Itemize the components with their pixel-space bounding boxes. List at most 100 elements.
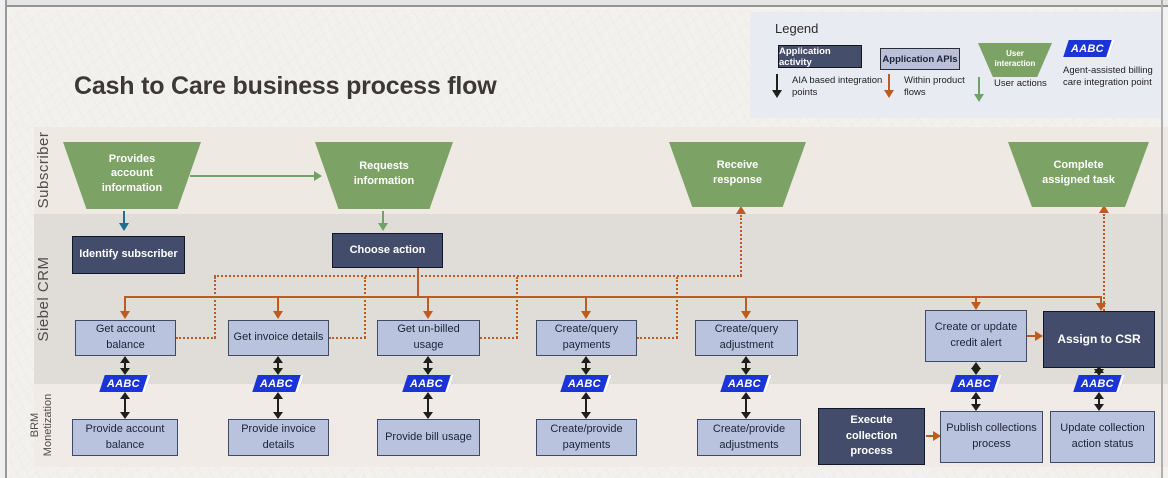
connector-drop-get-account-balance <box>124 298 126 312</box>
aia-double-arrow-d3 <box>423 392 433 419</box>
lane-label-subscriber: Subscriber <box>35 131 52 209</box>
box-create-query-adjustment: Create/query adjustment <box>695 320 798 356</box>
product-flow-arrow-icon <box>888 74 890 91</box>
box-create-provide-adjustments: Create/provide adjustments <box>697 419 801 456</box>
connector-drop-head-4 <box>581 311 591 319</box>
legend-user-interaction-shape: User interaction <box>978 43 1052 77</box>
connector-requests-to-choose-head <box>378 223 388 231</box>
connector-provides-to-requests-head <box>314 171 322 181</box>
window-left-edge <box>0 0 7 478</box>
legend-aia-label: AIA based integration points <box>792 75 883 98</box>
dotted-stub-account-balance <box>176 337 216 339</box>
connector-drop-head-3 <box>423 311 433 319</box>
aabc-badge-2: AABC <box>252 375 304 392</box>
aabc-badge-6: AABC <box>950 375 1002 392</box>
dotted-drop-4 <box>676 277 678 338</box>
connector-drop-create-query-payments <box>585 298 587 312</box>
aabc-badge-7: AABC <box>1073 375 1125 392</box>
aia-double-arrow-d1 <box>120 392 130 419</box>
box-assign-to-csr: Assign to CSR <box>1043 311 1155 368</box>
shape-provides-account-information: Provides account information <box>63 142 201 209</box>
legend-panel: Legend Application activity AIA based in… <box>750 12 1162 118</box>
shape-requests-information: Requests information <box>315 142 453 209</box>
shape-complete-assigned-task: Complete assigned task <box>1008 142 1149 207</box>
box-identify-subscriber: Identify subscriber <box>72 236 185 274</box>
connector-choose-action-drop <box>417 268 419 298</box>
aabc-badge-3-text: AABC <box>410 377 443 390</box>
dotted-return-complete-task <box>1103 214 1105 311</box>
connector-drop-get-invoice-details <box>277 298 279 312</box>
connector-provides-to-requests <box>190 175 314 177</box>
legend-aabc-badge: AABC <box>1063 40 1115 57</box>
aabc-badge-1: AABC <box>99 375 151 392</box>
aabc-badge-4-text: AABC <box>568 377 601 390</box>
connector-main-horizontal <box>124 296 1102 298</box>
aia-double-arrow-u3 <box>423 356 433 375</box>
legend-aabc-caption: Agent-assisted billing care integration … <box>1063 65 1153 88</box>
aabc-badge-5-text: AABC <box>728 377 761 390</box>
connector-execute-to-publish-head <box>933 431 941 441</box>
aia-double-arrow-u6 <box>971 362 981 375</box>
aabc-badge-7-text: AABC <box>1081 377 1114 390</box>
connector-execute-to-publish <box>926 435 934 437</box>
dotted-drop-2 <box>364 277 366 338</box>
user-action-arrow-icon <box>978 77 980 95</box>
aia-double-arrow-d4 <box>581 392 591 419</box>
connector-drop-head-1 <box>120 311 130 319</box>
box-provide-account-balance: Provide account balance <box>72 419 178 456</box>
lane-subscriber <box>34 127 1168 214</box>
legend-application-activity-box: Application activity <box>778 45 862 68</box>
connector-provides-to-identify-head <box>119 223 129 231</box>
connector-drop-head-7 <box>1096 303 1106 311</box>
connector-drop-head-6 <box>971 302 981 310</box>
dotted-stub-query-payments <box>637 337 678 339</box>
window-right-edge <box>1161 0 1163 478</box>
aia-double-arrow-u1 <box>120 356 130 375</box>
aabc-badge-2-text: AABC <box>260 377 293 390</box>
connector-drop-assign-csr <box>1100 298 1102 304</box>
dotted-stub-unbilled-usage <box>480 337 518 339</box>
aabc-badge-4: AABC <box>560 375 612 392</box>
box-create-query-payments: Create/query payments <box>536 320 637 356</box>
legend-product-flow-label: Within product flows <box>904 75 965 98</box>
legend-heading: Legend <box>775 21 819 36</box>
dotted-stub-invoice-details <box>329 337 366 339</box>
aia-double-arrow-u7 <box>1094 366 1104 376</box>
lane-label-siebel-crm: Siebel CRM <box>35 256 52 342</box>
page-title: Cash to Care business process flow <box>74 72 497 100</box>
aia-double-arrow-u5 <box>741 356 751 375</box>
box-create-provide-payments: Create/provide payments <box>536 419 637 456</box>
lane-label-brm-monetization: BRM Monetization <box>29 393 55 457</box>
aia-double-arrow-d7 <box>1094 392 1104 411</box>
aia-double-arrow-d5 <box>741 392 751 419</box>
box-update-collection-action-status: Update collection action status <box>1050 411 1155 463</box>
aia-arrowhead-icon <box>772 90 782 98</box>
dotted-drop-1 <box>214 277 216 338</box>
product-flow-arrowhead-icon <box>884 90 894 98</box>
aia-arrow-icon <box>776 74 778 91</box>
shape-receive-response: Receive response <box>669 142 806 207</box>
connector-drop-head-5 <box>741 311 751 319</box>
connector-requests-to-choose <box>382 211 384 224</box>
box-execute-collection-process: Execute collection process <box>818 408 925 465</box>
aabc-badge-1-text: AABC <box>107 377 140 390</box>
aabc-badge-3: AABC <box>402 375 454 392</box>
box-get-account-balance: Get account balance <box>75 320 176 356</box>
dotted-return-horizontal <box>214 275 742 277</box>
legend-aabc-badge-text: AABC <box>1071 42 1104 55</box>
box-publish-collections-process: Publish collections process <box>940 411 1043 463</box>
box-choose-action: Choose action <box>332 233 443 268</box>
legend-user-actions-label: User actions <box>994 78 1047 89</box>
aia-double-arrow-d6 <box>971 392 981 411</box>
dotted-return-complete-head <box>1099 205 1109 213</box>
connector-drop-create-query-adjustment <box>745 298 747 312</box>
aia-double-arrow-u2 <box>273 356 283 375</box>
aia-double-arrow-d2 <box>273 392 283 419</box>
dotted-return-receive-head <box>736 206 746 214</box>
aia-double-arrow-u4 <box>581 356 591 375</box>
window-top-edge <box>0 0 1168 7</box>
dotted-return-receive-response <box>740 215 742 276</box>
connector-drop-credit-alert <box>975 298 977 303</box>
aabc-badge-6-text: AABC <box>958 377 991 390</box>
aabc-badge-5: AABC <box>720 375 772 392</box>
